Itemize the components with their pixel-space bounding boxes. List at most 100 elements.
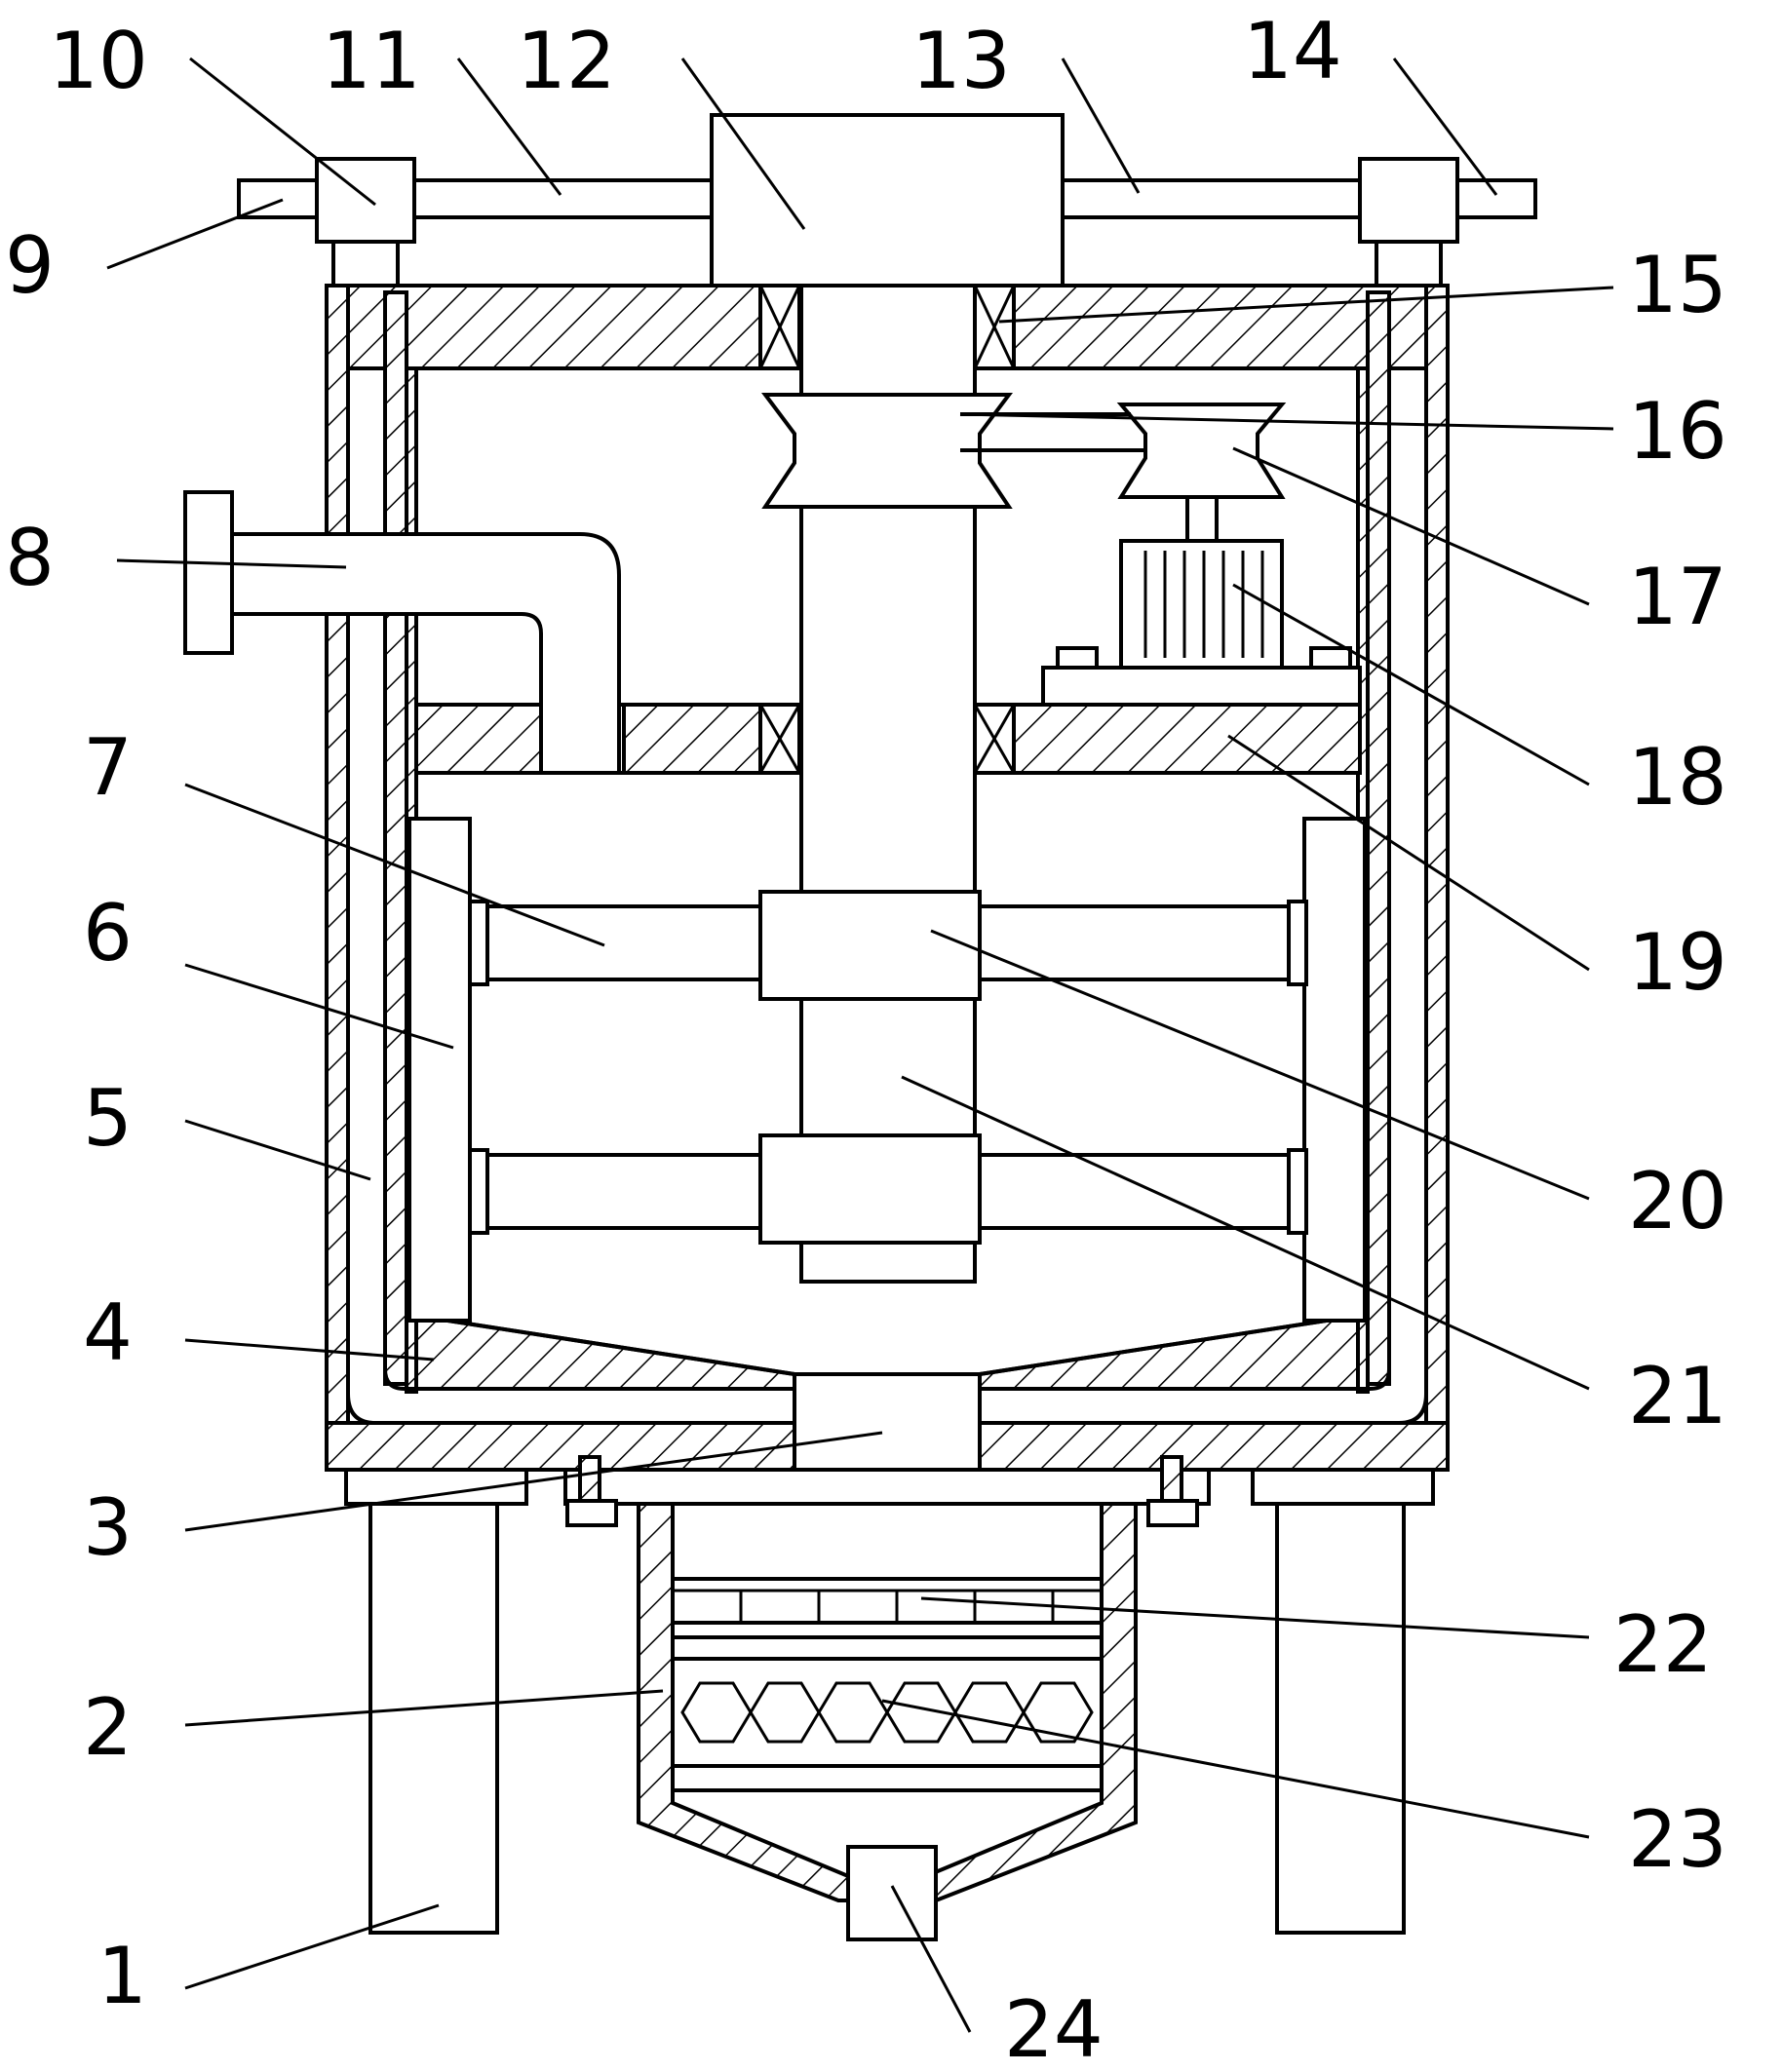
support-legs (344, 1468, 1435, 1935)
jacket-inner-channel (383, 292, 1391, 1391)
filter-screen (671, 1577, 1104, 1625)
leader-5 (184, 1119, 371, 1181)
right-leg (1275, 1502, 1406, 1935)
leader-9 (106, 198, 284, 270)
label-5: 5 (83, 1073, 133, 1164)
motor-base (1041, 666, 1362, 707)
filter-screen-grid (673, 1589, 1102, 1623)
feed-pipe-flange (183, 490, 234, 655)
filter-ring (671, 1635, 1104, 1661)
upper-bearing-right-x2 (973, 285, 1016, 369)
lower-bearing-left-x2 (758, 704, 801, 774)
left-leg (368, 1502, 499, 1935)
tank-bottom-plate-right (978, 1421, 1450, 1472)
leader-12 (680, 58, 806, 230)
nut-left (565, 1499, 618, 1527)
arm-end-left-upper (468, 900, 489, 986)
motor-fins (1143, 551, 1264, 658)
label-24: 24 (1004, 1984, 1104, 2072)
nut-right (1146, 1499, 1199, 1527)
leader-7 (184, 783, 605, 947)
motor-bolt-right (1309, 646, 1352, 670)
central-shaft (407, 284, 1367, 1323)
drive-compartment (183, 284, 1362, 775)
leader-13 (1061, 58, 1141, 194)
leader-8 (116, 558, 347, 569)
label-10: 10 (49, 16, 148, 106)
label-21: 21 (1628, 1351, 1727, 1441)
motor (1119, 539, 1284, 670)
label-4: 4 (83, 1287, 133, 1378)
leader-24 (890, 1885, 972, 2033)
sloped-floor-left (414, 1313, 796, 1391)
arm-end-left-lower (468, 1148, 489, 1235)
lower-hub (758, 1133, 982, 1245)
label-3: 3 (83, 1482, 133, 1573)
arm-end-right-upper (1287, 900, 1308, 986)
label-14: 14 (1243, 6, 1342, 96)
leader-17 (1232, 446, 1590, 606)
upper-hub (758, 890, 982, 1001)
motor-bolt-left (1056, 646, 1099, 670)
filter-housing (563, 1455, 1211, 1941)
leader-23 (881, 1699, 1590, 1839)
label-8: 8 (5, 513, 55, 603)
leader-22 (920, 1596, 1590, 1639)
small-pulley (1116, 403, 1287, 499)
leader-1 (184, 1903, 440, 1990)
leader-2 (184, 1689, 664, 1727)
sloped-floor-lines (415, 1314, 1359, 1376)
leader-21 (901, 1075, 1590, 1391)
label-11: 11 (322, 16, 421, 106)
upper-bearing-left-x2 (758, 285, 801, 369)
leader-15 (998, 286, 1614, 324)
label-6: 6 (83, 888, 133, 978)
top-pipe-assembly (237, 113, 1537, 297)
honeycomb-base (671, 1764, 1104, 1792)
filter-body-wall (637, 1502, 1138, 1902)
leader-16 (959, 412, 1614, 431)
leader-11 (456, 58, 562, 196)
scraper-right (1302, 817, 1367, 1323)
leader-3 (184, 1431, 883, 1532)
jacket-inner-left (383, 290, 408, 1386)
lower-arm-right (978, 1153, 1294, 1230)
tank-bottom-plate-left (325, 1421, 796, 1472)
filter-flange (563, 1468, 1211, 1506)
bolt-left (578, 1455, 601, 1503)
right-elbow-joint (1358, 157, 1459, 244)
tank-outer-left-wall (325, 284, 350, 1472)
lower-arm-left (485, 1153, 762, 1230)
bolt-right (1160, 1455, 1183, 1503)
label-9: 9 (5, 220, 55, 311)
leader-10 (189, 57, 376, 207)
label-17: 17 (1628, 552, 1727, 642)
right-leg-cap (1251, 1468, 1435, 1506)
label-20: 20 (1628, 1156, 1727, 1247)
leader-20 (930, 929, 1590, 1201)
top-box (710, 113, 1065, 288)
part-labels: 1 2 3 4 5 6 7 8 9 10 11 12 13 14 15 16 1… (5, 6, 1727, 2072)
partition-plate-left (414, 703, 543, 775)
leader-6 (184, 963, 454, 1050)
motor-shaft (1185, 495, 1219, 543)
label-19: 19 (1628, 917, 1727, 1008)
label-16: 16 (1628, 386, 1727, 477)
honeycomb-cells (680, 1681, 1094, 1744)
label-7: 7 (83, 722, 133, 813)
scraper-left (407, 817, 472, 1323)
lower-bearing-right-x2 (973, 704, 1016, 774)
label-22: 22 (1613, 1599, 1713, 1690)
label-15: 15 (1628, 240, 1727, 330)
label-12: 12 (517, 16, 616, 106)
label-18: 18 (1628, 732, 1727, 823)
leader-lines (106, 57, 1614, 2033)
leader-4 (184, 1338, 435, 1362)
label-23: 23 (1628, 1794, 1727, 1885)
drain-outlet (846, 1845, 938, 1941)
label-2: 2 (83, 1682, 133, 1773)
arm-end-right-lower (1287, 1148, 1308, 1235)
feed-pipe (227, 532, 621, 775)
sloped-floor-right (978, 1313, 1360, 1391)
large-pulley (761, 393, 1013, 509)
